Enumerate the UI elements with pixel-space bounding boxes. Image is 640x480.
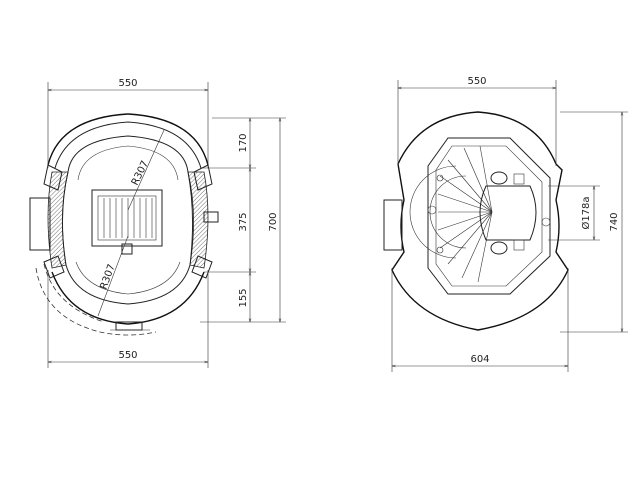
right-dim-pipe-diameter: Ø178a (580, 196, 592, 229)
left-dim-top-width: 550 (118, 78, 137, 89)
left-radius-leader-lower (97, 235, 129, 317)
right-fins (409, 145, 493, 283)
right-side-door (383, 199, 403, 251)
left-side-door-left (29, 197, 51, 251)
left-door-swing (35, 267, 157, 336)
left-dim-lower: 155 (238, 288, 249, 307)
right-dim-top-width: 550 (467, 76, 486, 87)
left-radius-label-upper: R307 (130, 159, 151, 187)
left-dim-middle: 375 (238, 212, 249, 231)
right-upper-shell (397, 111, 557, 165)
right-dim-bottom-width: 604 (470, 354, 489, 365)
left-dim-bottom-width: 550 (118, 350, 137, 361)
left-radius-label-lower: R307 (98, 263, 117, 291)
left-firebox-outline (61, 135, 194, 305)
left-radius-leader-upper (127, 129, 165, 211)
left-wall-hatched-right (187, 171, 209, 269)
left-dim-upper: 170 (238, 133, 249, 152)
left-lower-shell (51, 271, 205, 325)
left-side-handle-right (203, 211, 219, 223)
right-body-outline (391, 163, 569, 331)
right-chimney-pipe (479, 185, 537, 241)
left-grate (91, 189, 163, 255)
left-upper-shell (47, 113, 209, 166)
left-stove-view: R307 R307 550 550 170 375 155 700 (29, 78, 286, 368)
right-stove-view: 550 604 Ø178a 740 (383, 76, 628, 372)
left-dim-total-height: 700 (268, 212, 279, 231)
right-convection-frame (427, 137, 551, 295)
right-dim-total-height: 740 (609, 212, 620, 231)
